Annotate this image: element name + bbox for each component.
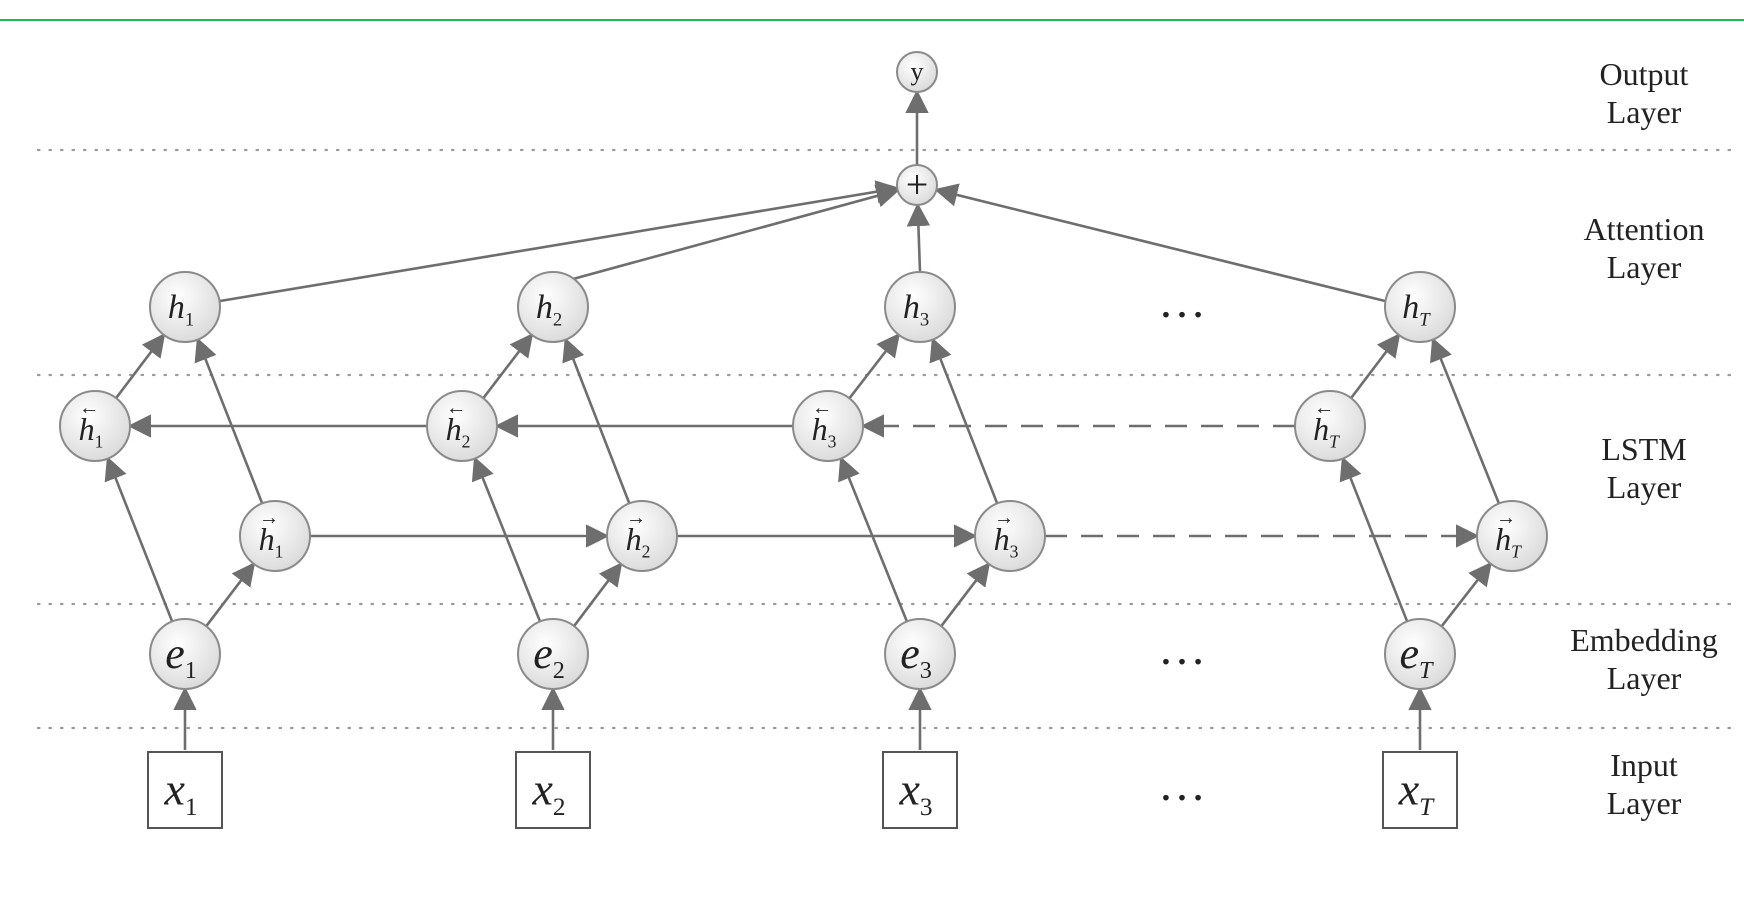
embedding-to-forward-arrow [573, 562, 623, 627]
forward-label-1: h1 [259, 521, 284, 561]
backward-to-hidden-arrow [848, 332, 901, 400]
embedding-to-backward-arrow [104, 456, 174, 622]
layer-name-output: Output [1600, 56, 1689, 92]
hidden-label-2: h2 [536, 289, 562, 330]
forward-node-3 [974, 500, 1046, 572]
forward-mark-2: → [626, 507, 646, 529]
forward-node-1 [239, 500, 311, 572]
forward-label-T: hT [1495, 521, 1522, 561]
forward-to-hidden-arrow [562, 337, 631, 504]
embedding-to-forward-arrow [940, 561, 991, 627]
hidden-node-3 [884, 271, 956, 343]
top-accent-line [0, 19, 1744, 21]
layer-word-lstm: Layer [1607, 469, 1682, 505]
backward-node-1 [59, 390, 131, 462]
hidden-label-T: hT [1402, 289, 1431, 330]
forward-node-2 [606, 500, 678, 572]
backward-to-hidden-arrow [1350, 333, 1401, 399]
forward-mark-1: → [259, 507, 279, 529]
backward-node-3 [792, 390, 864, 462]
input-label-3: x3 [898, 764, 932, 821]
input-box-T [1382, 751, 1458, 829]
hidden-label-3: h3 [903, 289, 929, 330]
embedding-node-T [1384, 618, 1456, 690]
attention-arrow [572, 184, 900, 281]
embedding-to-backward-arrow [471, 456, 542, 622]
embedding-label-1: e1 [165, 629, 197, 684]
output-label: y [911, 57, 924, 86]
backward-node-2 [426, 390, 498, 462]
embedding-label-T: eT [1400, 629, 1435, 684]
layer-name-input: Input [1610, 747, 1678, 783]
embedding-node-1 [149, 618, 221, 690]
attention-arrow [906, 202, 931, 273]
input-label-T: xT [1398, 764, 1435, 821]
attention-arrow [934, 183, 1386, 303]
layer-word-output: Layer [1607, 94, 1682, 130]
layer-word-embedding: Layer [1607, 660, 1682, 696]
backward-label-T: hT [1313, 411, 1340, 451]
embedding-node-2 [517, 618, 589, 690]
hidden-node-1 [149, 271, 221, 343]
hidden-node-T [1384, 271, 1456, 343]
forward-to-hidden-arrow [194, 337, 264, 504]
connection-arrows [104, 89, 1501, 750]
hidden-node-2 [517, 271, 589, 343]
output-node [896, 51, 938, 93]
backward-mark-1: ← [79, 397, 99, 419]
forward-mark-T: → [1496, 507, 1516, 529]
layer-dividers [36, 148, 1742, 730]
ellipsis-hidden: … [1158, 275, 1206, 328]
layer-name-lstm: LSTM [1601, 431, 1686, 467]
forward-mark-3: → [994, 507, 1014, 529]
embedding-to-backward-arrow [1339, 456, 1409, 622]
input-box-1 [147, 751, 223, 829]
input-label-1: x1 [163, 764, 197, 821]
backward-to-hidden-arrow [482, 332, 534, 399]
ellipsis-embedding: … [1158, 622, 1206, 675]
backward-to-hidden-arrow [115, 333, 166, 399]
embedding-label-3: e3 [900, 629, 932, 684]
backward-label-2: h2 [446, 411, 471, 451]
forward-label-2: h2 [626, 521, 651, 561]
backward-mark-2: ← [446, 397, 466, 419]
embedding-to-forward-arrow [205, 561, 256, 627]
sum-node [896, 164, 938, 206]
embedding-to-backward-arrow [838, 456, 909, 623]
backward-mark-3: ← [812, 397, 832, 419]
embedding-node-3 [884, 618, 956, 690]
layer-labels: OutputLayerAttentionLayerLSTMLayerEmbedd… [1570, 56, 1718, 821]
hidden-label-1: h1 [168, 289, 194, 330]
backward-node-T [1294, 390, 1366, 462]
forward-to-hidden-arrow [1430, 337, 1501, 505]
network-nodes: x1e1h1h1←h1→x2e2h2h2←h2→x3e3h3h3←h3→xTeT… [59, 51, 1548, 829]
backward-mark-T: ← [1314, 397, 1334, 419]
layer-word-input: Layer [1607, 785, 1682, 821]
ellipsis-input: … [1158, 758, 1206, 811]
embedding-to-forward-arrow [1440, 561, 1492, 628]
input-label-2: x2 [531, 764, 565, 821]
input-box-3 [882, 751, 958, 829]
input-box-2 [515, 751, 591, 829]
backward-label-1: h1 [79, 411, 104, 451]
backward-label-3: h3 [812, 411, 837, 451]
forward-to-hidden-arrow [929, 337, 999, 504]
sum-symbol: + [906, 162, 929, 207]
forward-node-T [1476, 500, 1548, 572]
forward-label-3: h3 [994, 521, 1019, 561]
layer-name-attention: Attention [1584, 211, 1705, 247]
embedding-label-2: e2 [533, 629, 565, 684]
attention-arrow [219, 180, 900, 303]
layer-word-attention: Layer [1607, 249, 1682, 285]
layer-name-embedding: Embedding [1570, 622, 1718, 658]
